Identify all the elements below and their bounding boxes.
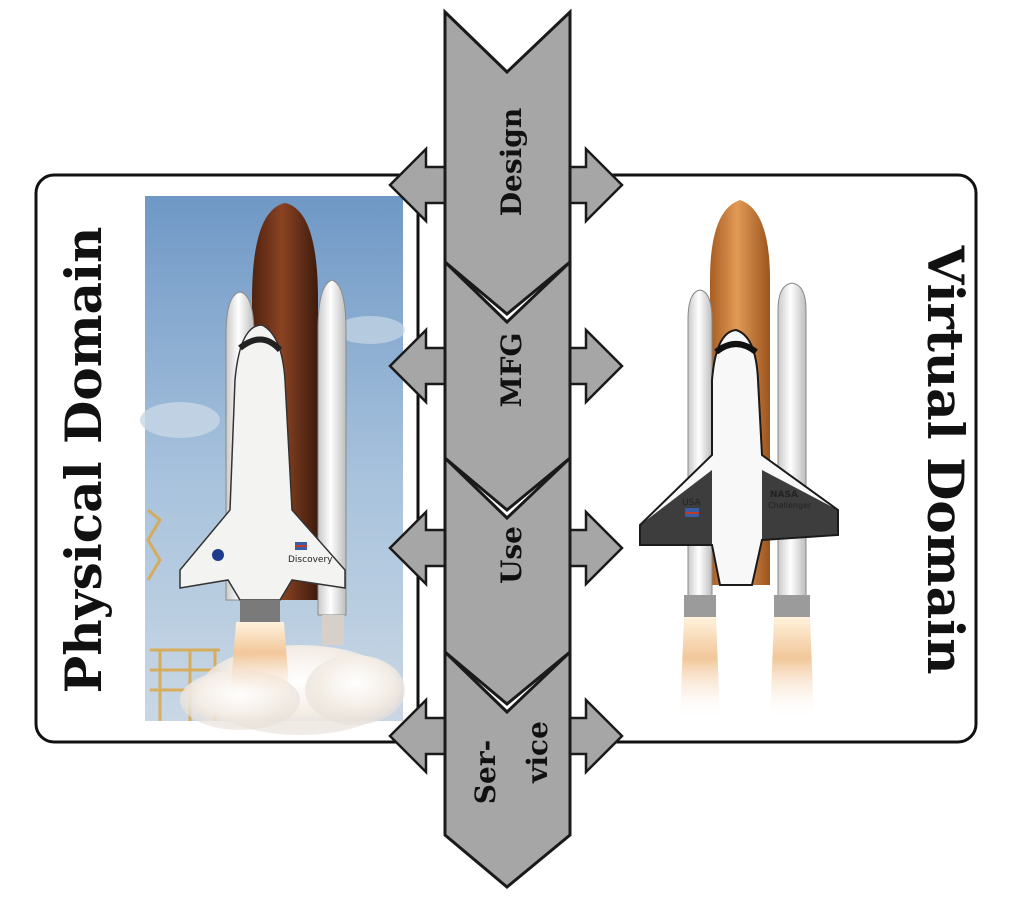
- virtual-domain-label: Virtual Domain: [916, 245, 975, 675]
- stage-service-label-line1: Ser-: [469, 740, 502, 804]
- virtual-agency-text: NASA: [770, 490, 798, 500]
- stage-service-label-line2: vice: [521, 721, 554, 784]
- physical-shuttle-name: Discovery: [288, 555, 333, 565]
- virtual-shuttle-illustration: USA NASA Challenger: [639, 200, 839, 720]
- physical-domain-label: Physical Domain: [54, 227, 113, 694]
- stage-mfg-label: MFG: [495, 333, 528, 408]
- chevron-service: [443, 648, 572, 889]
- virtual-shuttle-name: Challenger: [768, 501, 812, 510]
- stage-design-label: Design: [495, 108, 528, 216]
- virtual-flag-text: USA: [682, 498, 701, 508]
- physical-shuttle-photo: Discovery: [140, 196, 405, 735]
- stage-use-label: Use: [495, 526, 528, 584]
